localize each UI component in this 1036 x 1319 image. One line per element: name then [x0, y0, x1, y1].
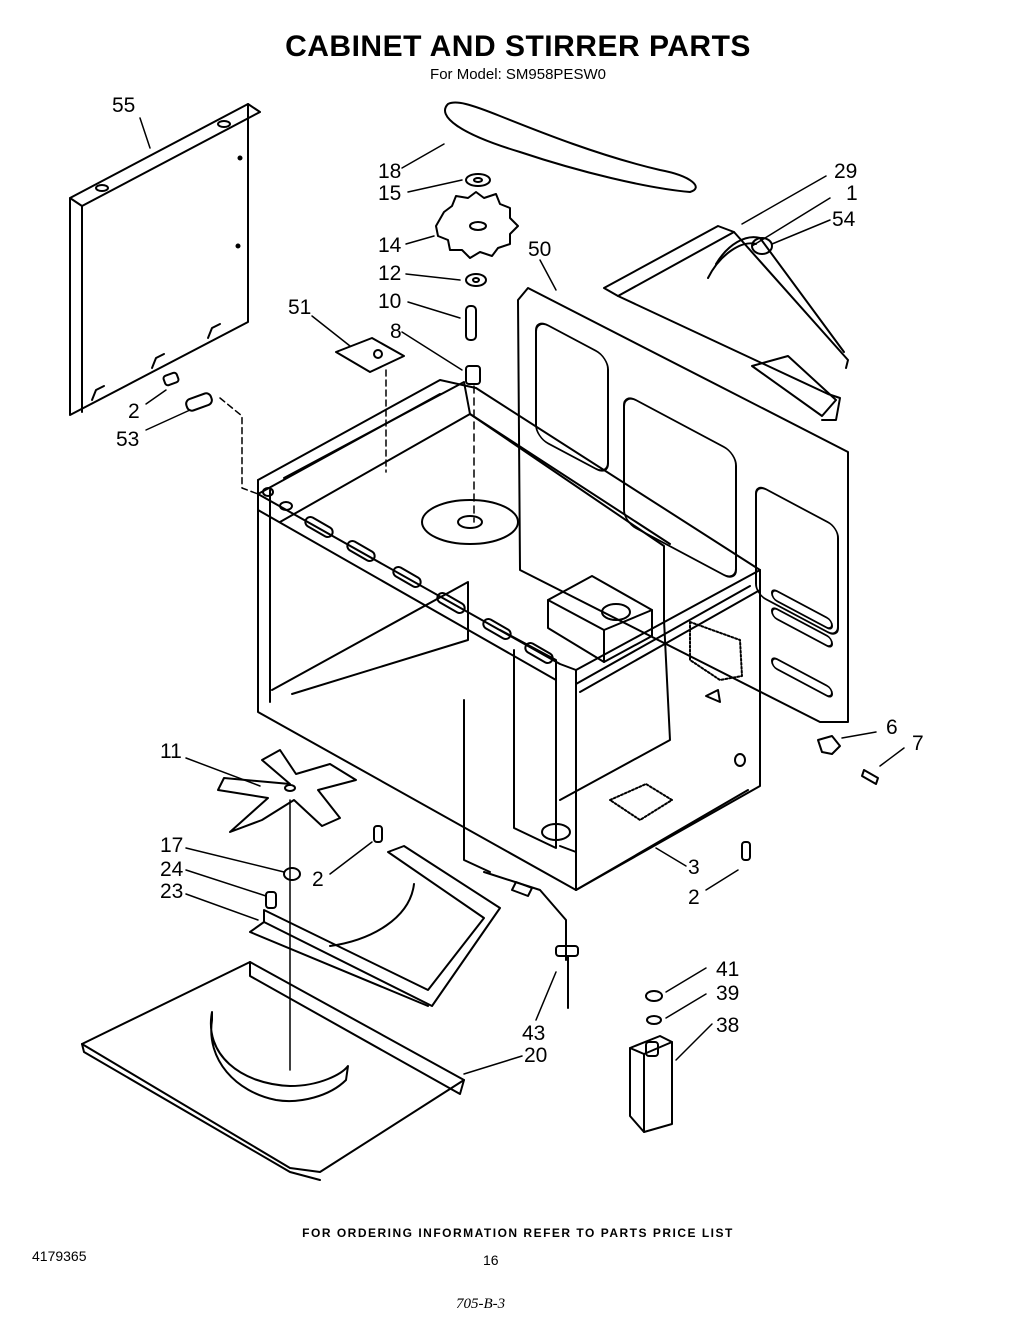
callout-15: 15	[378, 182, 401, 205]
callout-53: 53	[116, 428, 139, 451]
callout-41: 41	[716, 958, 739, 981]
callout-10: 10	[378, 290, 401, 313]
part-39-washer	[646, 1015, 662, 1025]
callout-2-right: 2	[688, 886, 700, 909]
callout-23: 23	[160, 880, 183, 903]
part-17-nut	[283, 867, 301, 881]
part-12-nut	[465, 273, 487, 287]
callout-11: 11	[160, 740, 182, 763]
page-number: 16	[483, 1252, 499, 1268]
part-43-sensor	[463, 699, 579, 1009]
part-2-screw-center	[373, 825, 383, 843]
callout-51: 51	[288, 296, 311, 319]
callout-54: 54	[832, 208, 856, 231]
model-subtitle: For Model: SM958PESW0	[430, 66, 606, 83]
callout-labels: 55 18 15 14 12 10 8 51 50 29 1 54 2 53 6…	[112, 94, 924, 1067]
part-20-bottom-cover	[81, 961, 465, 1181]
part-14-sprocket	[435, 191, 519, 259]
part-38-holder	[629, 1035, 673, 1133]
part-24-clip	[265, 891, 277, 909]
callout-29: 29	[834, 160, 857, 183]
part-10-shaft	[465, 305, 477, 341]
callout-12: 12	[378, 262, 401, 285]
part-6-clip	[817, 735, 841, 755]
callout-7: 7	[912, 732, 924, 755]
callout-38: 38	[716, 1014, 739, 1037]
leader-lines	[139, 117, 905, 1075]
part-2-screw-left	[162, 371, 180, 387]
part-7-screw	[861, 769, 879, 785]
part-51-plate	[335, 337, 405, 473]
callout-2-center: 2	[312, 868, 324, 891]
ordering-info-footer: FOR ORDERING INFORMATION REFER TO PARTS …	[302, 1226, 734, 1240]
callout-17: 17	[160, 834, 183, 857]
part-23-stirrer-cover	[249, 845, 501, 1007]
part-8-fitting	[465, 365, 481, 385]
callout-24: 24	[160, 858, 184, 881]
part-15-washer	[465, 173, 491, 187]
page-title: CABINET AND STIRRER PARTS	[285, 30, 751, 63]
part-53-bushing	[185, 392, 213, 412]
part-55-side-panel	[69, 103, 261, 416]
part-29-top-bracket	[603, 225, 849, 421]
callout-50: 50	[528, 238, 551, 261]
callout-20: 20	[524, 1044, 547, 1067]
callout-18: 18	[378, 160, 401, 183]
callout-14: 14	[378, 234, 402, 257]
cabinet-frame	[257, 379, 761, 891]
callout-43: 43	[522, 1022, 545, 1045]
callout-1: 1	[846, 182, 858, 205]
callout-55: 55	[112, 94, 135, 117]
part-18-belt	[444, 101, 697, 193]
document-number: 4179365	[32, 1248, 87, 1264]
callout-3: 3	[688, 856, 700, 879]
part-50-rear-panel	[517, 287, 849, 723]
callout-39: 39	[716, 982, 739, 1005]
callout-6: 6	[886, 716, 898, 739]
mounting-leader	[219, 397, 259, 495]
callout-8: 8	[390, 320, 402, 343]
handwritten-note: 705-B-3	[456, 1296, 506, 1312]
part-11-stirrer-fan	[217, 749, 357, 833]
part-41-nut	[645, 990, 663, 1002]
callout-2-left: 2	[128, 400, 140, 423]
part-2-screw-right	[741, 841, 751, 861]
